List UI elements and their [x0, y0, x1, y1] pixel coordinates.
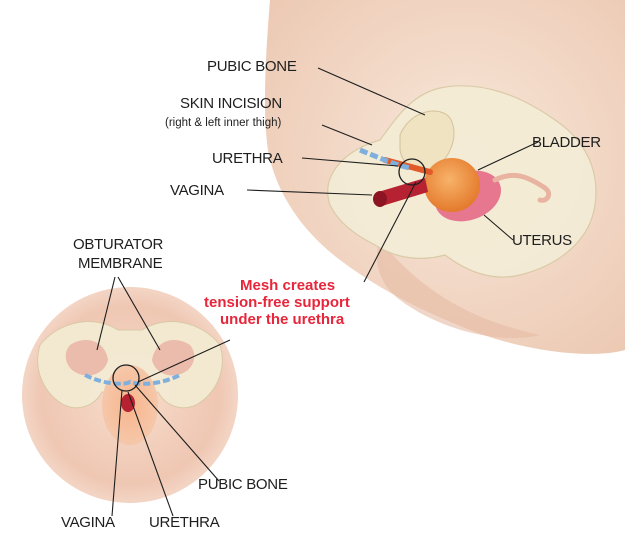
label-obturator-line1: OBTURATOR [73, 236, 164, 253]
label-urethra-bottom: URETHRA [149, 514, 220, 531]
label-mesh-line2: tension-free support [204, 294, 350, 311]
pelvis-front-view [22, 287, 238, 503]
vagina-opening [121, 394, 135, 412]
label-uterus: UTERUS [512, 232, 572, 249]
label-mesh-line1: Mesh creates [240, 277, 335, 294]
label-vagina-bottom: VAGINA [61, 514, 115, 531]
label-pubic-bone-top: PUBIC BONE [207, 58, 297, 75]
label-pubic-bone-bottom: PUBIC BONE [198, 476, 288, 493]
label-vagina-top: VAGINA [170, 182, 224, 199]
label-mesh-line3: under the urethra [220, 311, 345, 328]
bladder-shape [424, 158, 480, 212]
label-urethra-top: URETHRA [212, 150, 283, 167]
label-obturator-line2: MEMBRANE [78, 255, 163, 272]
label-bladder: BLADDER [532, 134, 601, 151]
label-skin-incision-sub: (right & left inner thigh) [165, 117, 282, 129]
label-skin-incision: SKIN INCISION [180, 95, 282, 112]
